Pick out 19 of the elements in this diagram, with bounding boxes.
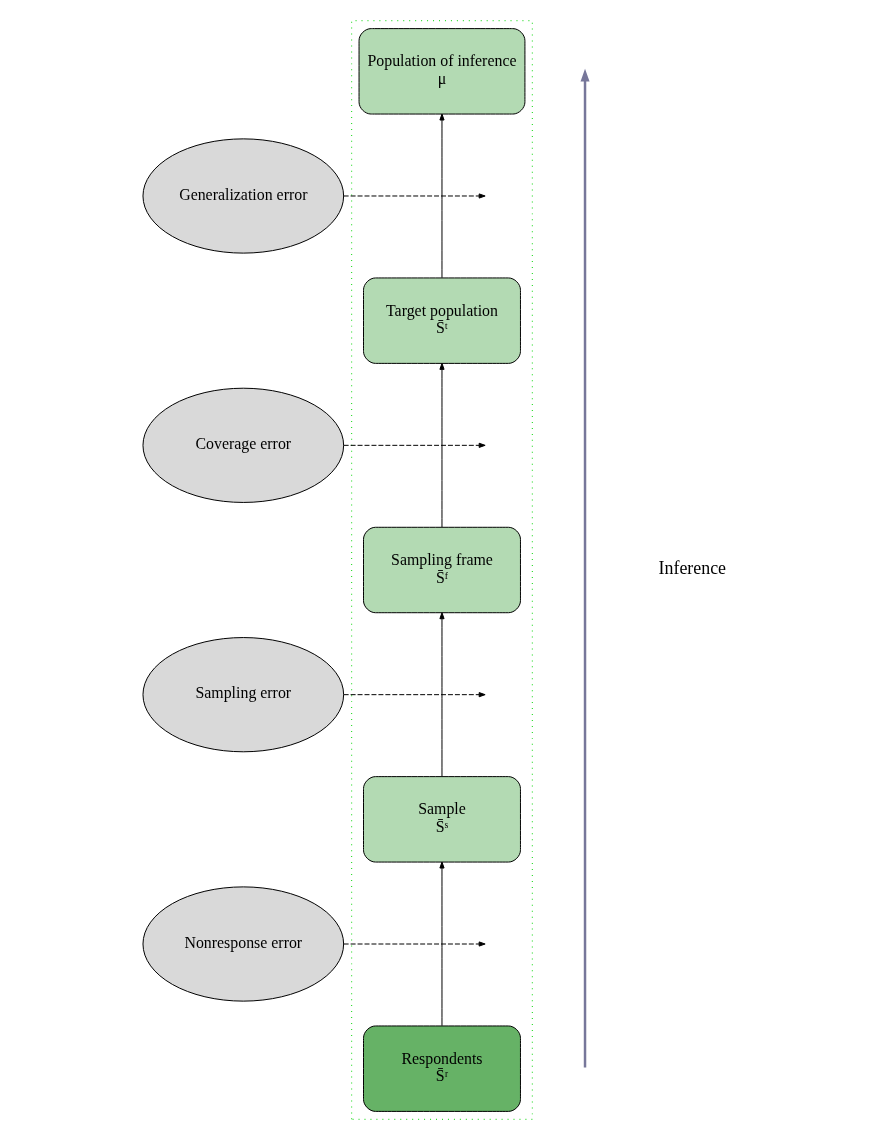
node-box: Target population S̄ᵗ — [362, 277, 521, 364]
node-box: Sampling frame S̄ᶠ — [362, 526, 521, 614]
arrow — [438, 612, 445, 777]
label: Inference — [658, 558, 726, 579]
arrow — [342, 442, 486, 448]
arrow — [342, 692, 486, 698]
node-box: Respondents S̄ʳ — [362, 1025, 521, 1112]
node-ellipse: Sampling error — [141, 637, 344, 753]
arrow — [342, 941, 486, 947]
node-box: Population of inference μ — [358, 28, 525, 115]
arrow — [438, 362, 445, 528]
arrow — [342, 193, 486, 199]
node-ellipse: Coverage error — [141, 387, 344, 503]
node-ellipse: Generalization error — [141, 138, 344, 254]
node-box: Sample S̄ˢ — [362, 776, 521, 863]
node-ellipse: Nonresponse error — [141, 886, 344, 1002]
cluster — [350, 20, 533, 1120]
arrow — [438, 113, 445, 279]
arrow — [438, 861, 445, 1027]
